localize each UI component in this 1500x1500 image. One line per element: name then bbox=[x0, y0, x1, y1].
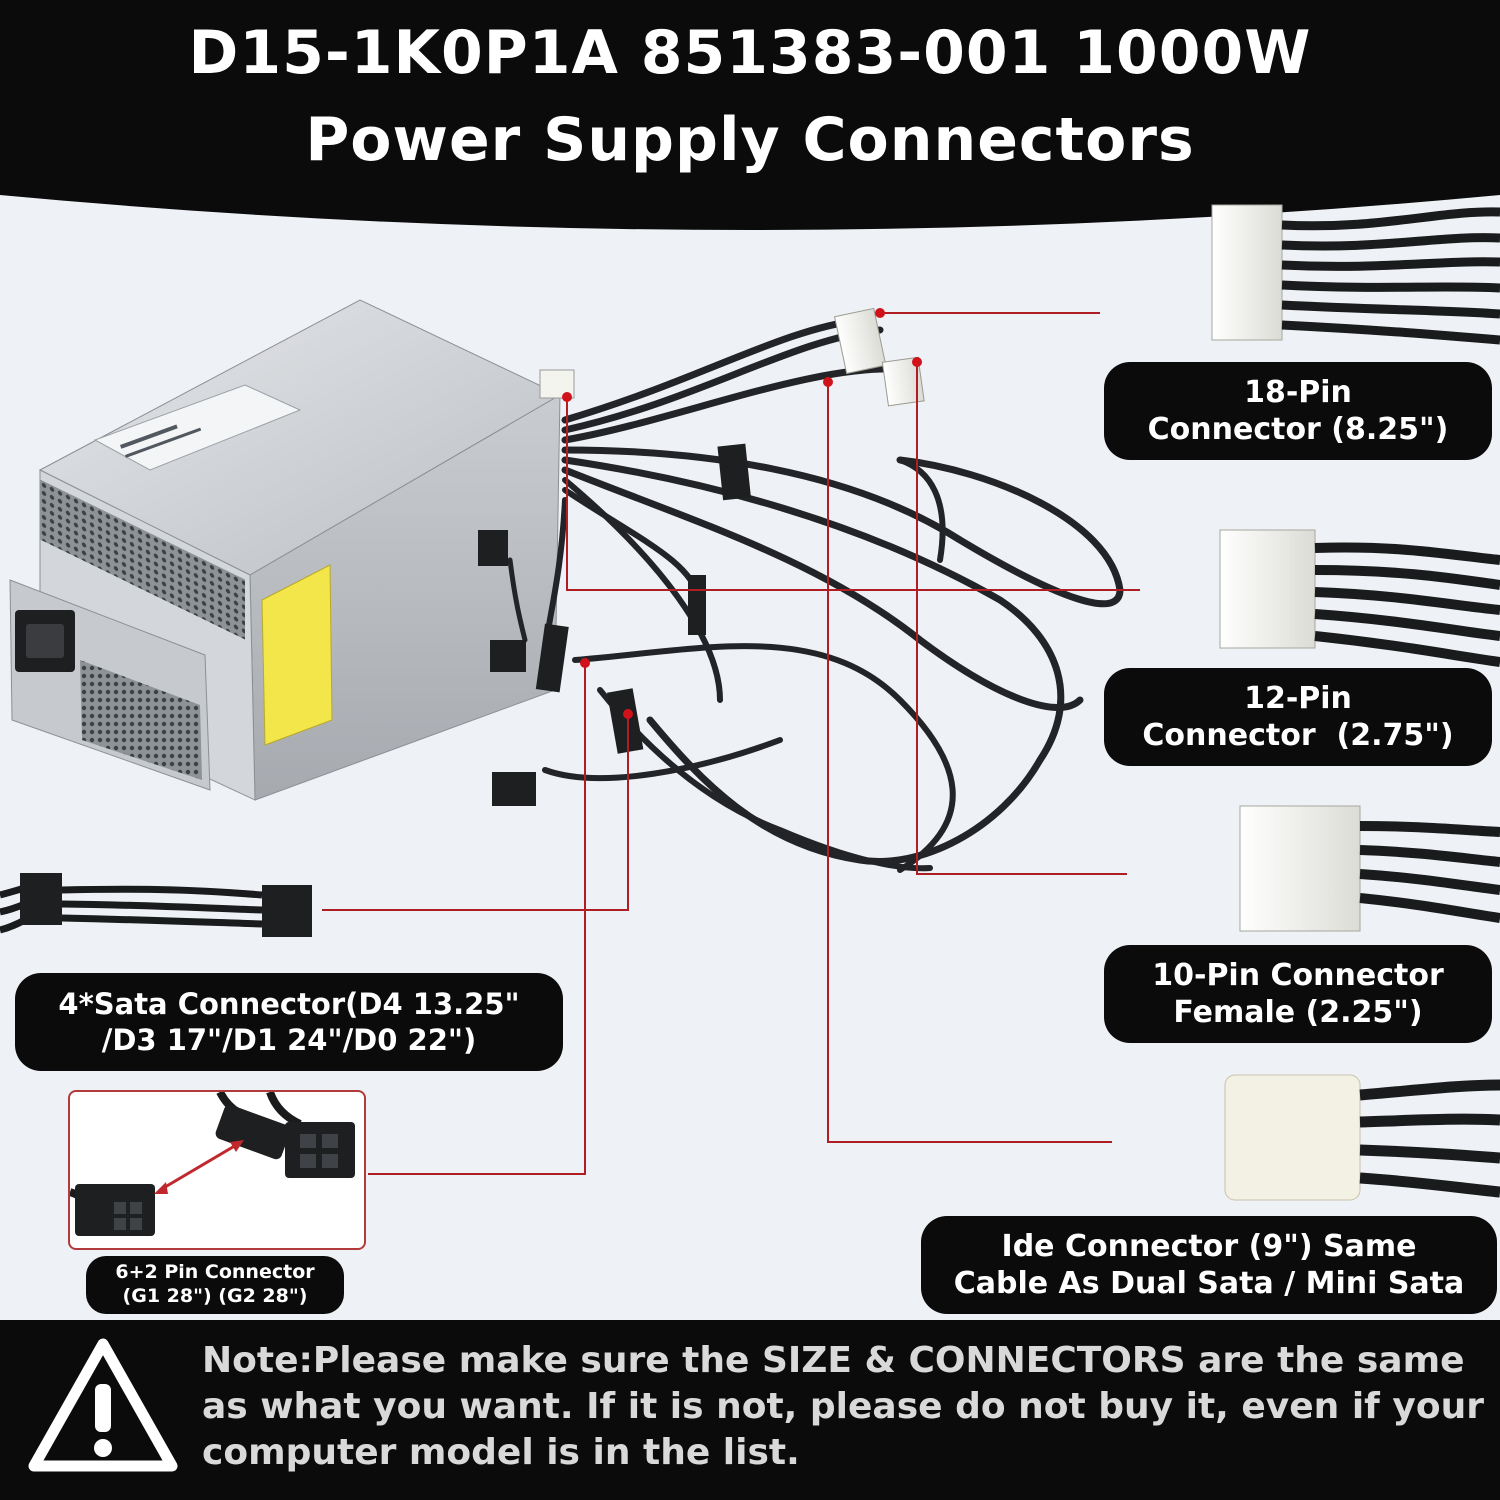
label-sata-line2: /D3 17"/D1 24"/D0 22") bbox=[101, 1023, 477, 1057]
label-18-pin-line2: Connector (8.25") bbox=[1147, 412, 1449, 447]
label-ide-line1: Ide Connector (9") Same bbox=[1001, 1228, 1417, 1264]
label-10-pin-connector: 10-Pin Connector Female (2.25") bbox=[1104, 945, 1492, 1043]
page-title-line2: Power Supply Connectors bbox=[305, 105, 1195, 175]
closeup-10pin bbox=[1239, 805, 1500, 932]
label-ide-connector: Ide Connector (9") Same Cable As Dual Sa… bbox=[921, 1216, 1497, 1314]
label-12-pin-connector: 12-Pin Connector (2.75") bbox=[1104, 668, 1492, 766]
psu-unit bbox=[9, 299, 575, 801]
closeup-18pin bbox=[1211, 204, 1500, 345]
label-18-pin-line1: 18-Pin bbox=[1244, 374, 1352, 410]
closeup-ide bbox=[1224, 1074, 1500, 1201]
warning-triangle-icon bbox=[28, 1338, 178, 1472]
header-band bbox=[0, 0, 1500, 230]
closeup-sata bbox=[0, 873, 312, 937]
label-10-pin-line1: 10-Pin Connector bbox=[1152, 957, 1444, 993]
label-6-2-pin-connector: 6+2 Pin Connector (G1 28") (G2 28") bbox=[86, 1256, 344, 1314]
closeup-12pin bbox=[1219, 529, 1500, 667]
leader-lines bbox=[322, 312, 1140, 1175]
label-sata-line1: 4*Sata Connector(D4 13.25" bbox=[58, 986, 520, 1021]
label-10-pin-line2: Female (2.25") bbox=[1173, 995, 1423, 1030]
note-band bbox=[0, 1320, 1500, 1500]
label-18-pin-connector: 18-Pin Connector (8.25") bbox=[1104, 362, 1492, 460]
label-sata-connector: 4*Sata Connector(D4 13.25" /D3 17"/D1 24… bbox=[15, 973, 563, 1071]
label-6-2-pin-line1: 6+2 Pin Connector bbox=[115, 1261, 315, 1284]
cable-harness bbox=[507, 316, 1124, 873]
label-12-pin-line1: 12-Pin bbox=[1244, 680, 1352, 716]
note-text: Note:Please make sure the SIZE & CONNECT… bbox=[202, 1340, 1484, 1473]
label-ide-line2: Cable As Dual Sata / Mini Sata bbox=[953, 1266, 1465, 1301]
leader-dots bbox=[562, 308, 922, 719]
label-6-2-pin-line2: (G1 28") (G2 28") bbox=[122, 1285, 308, 1307]
label-12-pin-line2: Connector (2.75") bbox=[1142, 718, 1454, 753]
pin6-2-inset bbox=[68, 1090, 366, 1250]
harness-connectors bbox=[478, 307, 925, 806]
page-title-line1: D15-1K0P1A 851383-001 1000W bbox=[188, 18, 1312, 88]
